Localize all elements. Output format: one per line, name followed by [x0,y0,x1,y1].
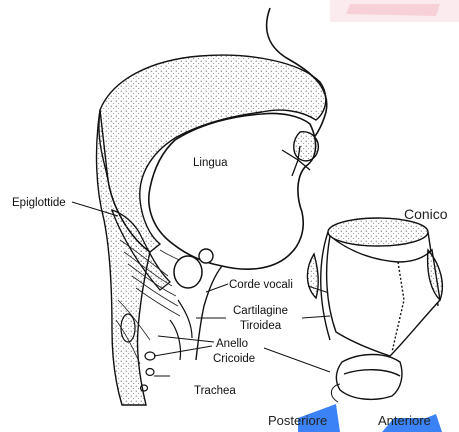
label-cartilagine: Cartilagine [233,306,288,318]
label-anteriore: Anteriore [378,414,431,427]
label-epiglottide: Epiglottide [12,198,66,210]
left-flap [307,254,318,298]
hyoid-bulb [174,256,202,288]
label-anello: Anello [216,339,248,351]
label-conico: Conico [404,207,448,221]
cone-top-rim [328,218,428,246]
conical-larynx-model [307,218,442,402]
label-posteriore: Posteriore [268,414,327,427]
label-trachea: Trachea [194,386,236,398]
cricoid-ring [336,355,402,400]
thyroid-shield [327,236,440,356]
small-bulb [199,249,213,263]
label-tiroidea: Tiroidea [240,321,281,333]
uvula [294,132,319,161]
label-lingua: Lingua [193,158,228,170]
label-cricoide: Cricoide [213,354,255,366]
corner-accent-stroke [346,4,440,16]
label-corde-vocali: Corde vocali [229,280,293,292]
